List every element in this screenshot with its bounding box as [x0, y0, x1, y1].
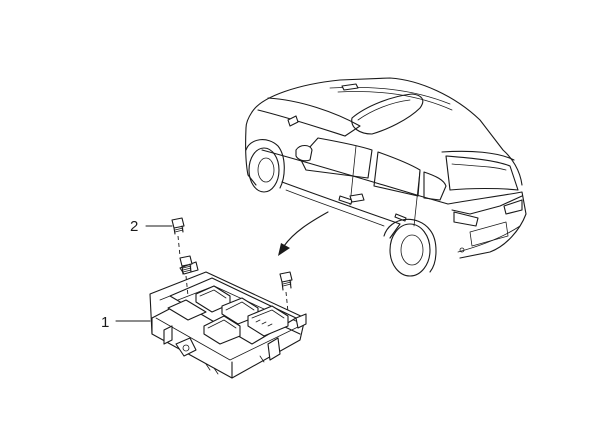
bolt-middle	[179, 255, 193, 297]
vehicle-illustration	[245, 77, 527, 277]
callout-1: 1	[101, 314, 151, 331]
bolt-illustrations	[171, 217, 293, 313]
control-module-illustration	[149, 261, 307, 379]
connector-shapes	[195, 285, 289, 345]
callout-1-number: 1	[101, 314, 109, 331]
location-arrow	[278, 211, 329, 256]
bolt-right	[279, 271, 293, 313]
bolt-upper	[171, 217, 185, 257]
callout-2: 2	[130, 218, 173, 235]
callout-2-number: 2	[130, 218, 138, 235]
